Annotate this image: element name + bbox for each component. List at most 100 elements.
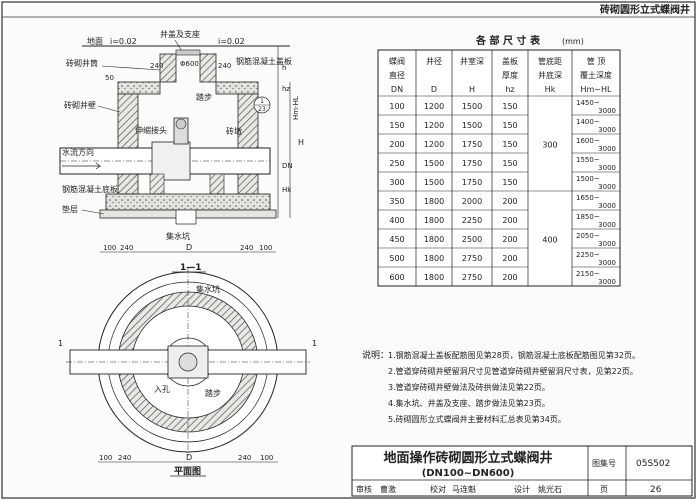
table-header-3-2: hz (505, 85, 514, 94)
section-title: 1—1 (180, 263, 202, 273)
table-cell: 3000 (598, 145, 616, 153)
plan-d100: 100 (99, 454, 112, 462)
table-header-1-0: 井径 (426, 56, 442, 66)
tb-main-title: 地面操作砖砌圆形立式蝶阀井 (383, 450, 552, 466)
tb-page-label: 页 (600, 485, 608, 494)
notes-block: 说明： 1.钢筋混凝土盖板配筋图见第28页，钢筋混凝土底板配筋图见第32页。 2… (362, 349, 640, 424)
dim-c100b: 100 (259, 244, 272, 252)
table-cell: 1750 (462, 159, 482, 168)
notes-label: 说明： (362, 349, 389, 361)
table-cell: 450 (389, 235, 404, 244)
table-cell: 150 (502, 178, 517, 187)
table-cell: 3000 (598, 164, 616, 172)
table-cell: 200 (502, 254, 517, 263)
table-cell: 3000 (598, 221, 616, 229)
diameter-label: Φ600 (180, 60, 199, 68)
plan-entry-label: 入孔 (154, 385, 170, 394)
table-header-2-0: 井室深 (460, 56, 484, 66)
tb-page-no: 26 (650, 485, 662, 495)
plan-steps-label: 踏步 (205, 388, 221, 398)
table-cell: 300 (389, 178, 404, 187)
table-cell: 1800 (424, 254, 444, 263)
table-cell: 1200 (424, 140, 444, 149)
table-cell: 500 (389, 254, 404, 263)
tb-check-label: 校对 (430, 484, 446, 494)
section-view: 地面 i=0.02 i=0.02 井盖及支座 Φ600 砖砌井筒 240 240… (59, 29, 304, 273)
tb-designer: 姚光石 (538, 484, 562, 494)
table-cell: 400 (389, 216, 404, 225)
tb-design-label: 设计 (514, 484, 530, 494)
table-header-3-1: 厚度 (502, 70, 518, 80)
note-2: 2.管道穿砖砌井壁留洞尺寸见管道穿砖砌井壁留洞尺寸表，见第22页。 (388, 366, 638, 376)
tb-atlas-label: 图集号 (592, 458, 616, 468)
plan-d240a: 240 (118, 454, 131, 462)
title-block: 地面操作砖砌圆形立式蝶阀井 (DN100~DN600) 图集号 05S502 审… (351, 445, 693, 497)
table-cell: 2250 (462, 216, 482, 225)
table-cell: 3000 (598, 259, 616, 267)
table-cell: 1550~ (576, 156, 600, 164)
dim-50: 50 (105, 74, 114, 82)
table-cell: 2050~ (576, 232, 600, 240)
sump-label-section: 集水坑 (166, 231, 190, 241)
table-cell: 1450~ (576, 99, 600, 107)
table-cell: 250 (389, 159, 404, 168)
h-label: h (282, 64, 286, 72)
table-cell: 1800 (424, 197, 444, 206)
tb-atlas-no: 05S502 (636, 459, 670, 469)
joint-label: 伸缩接头 (135, 125, 167, 135)
table-cell: 1500 (424, 159, 444, 168)
table-cell: 3000 (598, 107, 616, 115)
hmhl-label: Hm-HL (292, 96, 300, 120)
plan-dD: D (186, 453, 192, 462)
table-header-2-2: H (469, 85, 475, 94)
note-3: 3.管道穿砖砌井壁做法及砖拱做法见第22页。 (388, 382, 550, 392)
plan-d100b: 100 (260, 454, 273, 462)
table-cell: 3000 (598, 183, 616, 191)
tb-checker: 马连魁 (452, 484, 476, 494)
plan-d240b: 240 (238, 454, 251, 462)
slope-right: i=0.02 (218, 37, 245, 46)
steps-label: 踏步 (196, 92, 212, 102)
plan-title: 平面图 (174, 466, 201, 477)
bubble-bottom: 23 (258, 106, 266, 113)
rc-slab-label: 钢筋混凝土底板 (62, 184, 118, 194)
table-header-5-0: 管 顶 (587, 56, 606, 66)
table-cell: 1500~ (576, 175, 600, 183)
table-cell: 1800 (424, 216, 444, 225)
table-cell: 2250~ (576, 251, 600, 259)
H-label: H (298, 138, 304, 147)
table-header-4-2: Hk (545, 85, 556, 94)
table-cell: 1800 (424, 273, 444, 282)
note-5: 5.砖砌圆形立式蝶阀井主要材料汇总表见第34页。 (388, 414, 566, 424)
table-cell: 1850~ (576, 213, 600, 221)
slab-label: 钢筋混凝土盖板 (236, 56, 292, 66)
pier-label: 砖墩 (226, 126, 242, 136)
table-header-4-1: 井底深 (538, 70, 562, 80)
note-4: 4.集水坑、井盖及支座、踏步做法见第23页。 (388, 398, 550, 408)
plan-view: 集水坑 入孔 踏步 1 1 100 240 D 240 100 平面图 (58, 268, 317, 477)
table-cell: 1600~ (576, 137, 600, 145)
note-1: 1.钢筋混凝土盖板配筋图见第28页，钢筋混凝土底板配筋图见第32页。 (388, 350, 640, 360)
table-cell: 200 (389, 140, 404, 149)
tb-reviewer: 曹激 (380, 484, 396, 494)
table-header-0-2: DN (391, 85, 403, 94)
table-cell: 2500 (462, 235, 482, 244)
dim-c240b: 240 (240, 244, 253, 252)
table-cell: 350 (389, 197, 404, 206)
table-cell: 2750 (462, 254, 482, 263)
table-cell: 1800 (424, 235, 444, 244)
flow-label: 水流方向 (62, 147, 94, 157)
header-title: 砖砌圆形立式蝶阀井 (600, 3, 690, 16)
table-header-1-2: D (431, 85, 437, 94)
table-cell: 200 (502, 197, 517, 206)
table-header-0-1: 直径 (389, 70, 405, 80)
table-cell: 100 (389, 102, 404, 111)
table-cell: 3000 (598, 126, 616, 134)
table-cell: 1500 (462, 102, 482, 111)
table-cell: 3000 (598, 278, 616, 286)
table-cell: 2150~ (576, 270, 600, 278)
table-header-4-0: 管底距 (538, 56, 562, 66)
